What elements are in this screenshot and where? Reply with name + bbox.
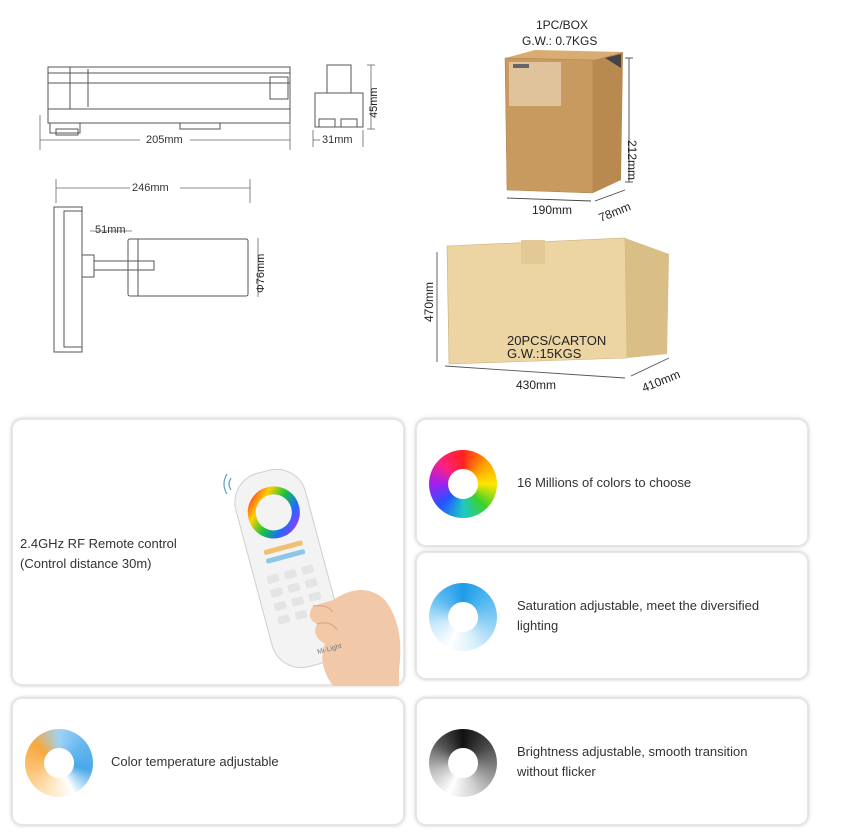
- diameter-label: Φ76mm: [255, 253, 267, 293]
- remote-distance: (Control distance 30m): [20, 556, 152, 571]
- colors-card: 16 Millions of colors to choose: [416, 419, 808, 546]
- side-width-label: 205mm: [146, 134, 183, 146]
- carton-count: 20PCS/CARTON: [507, 333, 607, 348]
- saturation-text-line1: Saturation adjustable, meet the diversif…: [517, 598, 760, 613]
- single-box-illustration: [504, 50, 633, 202]
- end-view-drawing: [312, 64, 375, 147]
- color-wheel-icon: [429, 450, 497, 518]
- saturation-text-line2: lighting: [517, 618, 559, 633]
- side-view-drawing: [39, 66, 291, 150]
- colors-text: 16 Millions of colors to choose: [517, 475, 692, 490]
- box-width-label: 190mm: [532, 203, 573, 217]
- end-width-label: 31mm: [322, 134, 353, 146]
- arm-offset-label: 51mm: [95, 224, 126, 236]
- brightness-text-line2: without flicker: [517, 764, 596, 779]
- carton-illustration: [436, 237, 670, 379]
- box-weight: G.W.: 0.7KGS: [522, 34, 598, 48]
- end-height-label: 45mm: [368, 87, 380, 118]
- hand-holding-remote-image: [223, 468, 401, 686]
- spotlight-view-drawing: [53, 179, 259, 353]
- brightness-icon: [429, 729, 497, 797]
- remote-card: 2.4GHz RF Remote control (Control distan…: [12, 419, 404, 686]
- remote-title: 2.4GHz RF Remote control: [20, 536, 177, 551]
- temperature-text: Color temperature adjustable: [111, 754, 279, 769]
- box-count: 1PC/BOX: [536, 18, 589, 32]
- brightness-card: Brightness adjustable, smooth transition…: [416, 698, 808, 825]
- temperature-card: Color temperature adjustable: [12, 698, 404, 825]
- carton-width-label: 430mm: [516, 378, 557, 392]
- brightness-text-line1: Brightness adjustable, smooth transition: [517, 744, 748, 759]
- carton-weight: G.W.:15KGS: [507, 346, 582, 361]
- saturation-icon: [429, 583, 497, 651]
- carton-height-label: 470mm: [422, 281, 436, 322]
- total-length-label: 246mm: [132, 182, 169, 194]
- box-height-label: 212mm: [625, 140, 639, 181]
- saturation-card: Saturation adjustable, meet the diversif…: [416, 552, 808, 679]
- color-temperature-icon: [25, 729, 93, 797]
